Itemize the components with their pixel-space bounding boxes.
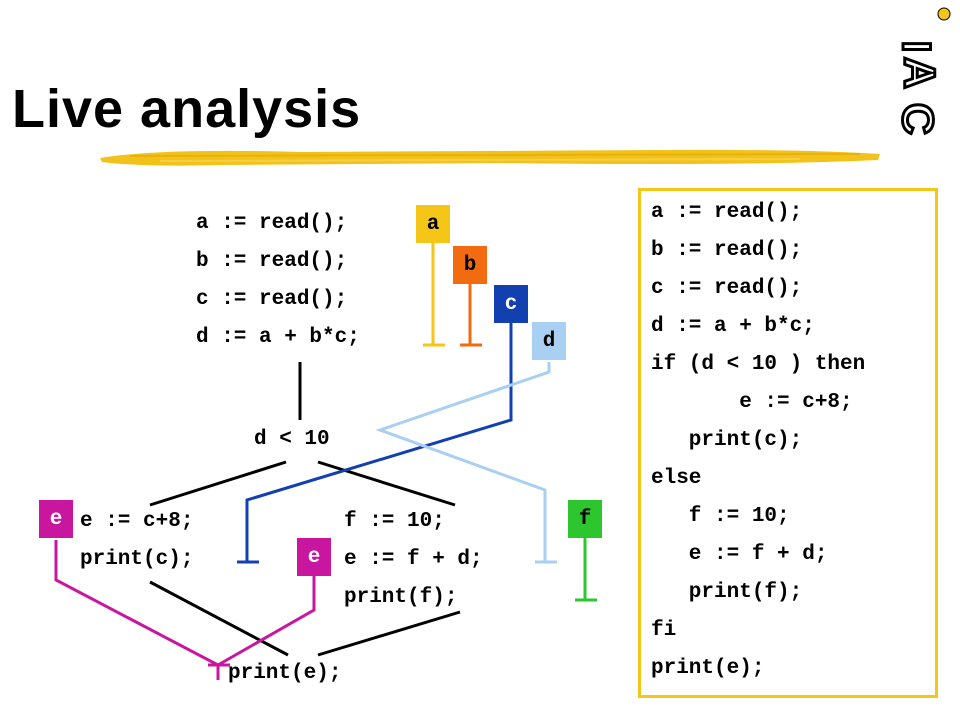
edge-else-exit [317,610,461,657]
live-range-a [423,242,445,347]
block1-line-2: b := read(); [196,250,348,273]
live-range-c [237,322,513,564]
live-range-d [375,362,557,564]
live-range-f [575,538,597,602]
program-line-7: print(c); [651,429,803,452]
program-line-5: if (d < 10 ) then [651,353,866,376]
title-underline-brush [100,149,880,166]
var-tag-b: b [453,246,487,284]
exit-node: print(e); [228,662,342,685]
program-line-6: e := c+8; [651,391,853,414]
else-line-3: print(f); [344,586,458,609]
iac-logo: I A C [892,7,951,136]
program-line-3: c := read(); [651,277,803,300]
else-line-1: f := 10; [344,510,445,533]
else-line-2: e := f + d; [344,548,483,571]
page-title: Live analysis [12,79,362,139]
live-range-e-else [217,575,316,667]
program-line-1: a := read(); [651,201,803,224]
logo-letter-c: C [893,103,942,135]
block1-line-1: a := read(); [196,212,348,235]
logo-letter-i: I [894,41,938,52]
program-line-12: fi [651,619,677,642]
program-line-11: print(f); [651,581,803,604]
program-line-4: d := a + b*c; [651,315,815,338]
program-listing-panel: a := read(); b := read(); c := read(); d… [638,188,938,698]
program-line-9: f := 10; [651,505,790,528]
program-line-10: e := f + d; [651,543,828,566]
var-tag-e-else: e [297,538,331,576]
then-line-2: print(c); [80,548,194,571]
var-tag-d: d [532,322,566,360]
logo-letter-a: A [895,57,944,89]
var-tag-e-then: e [39,500,73,538]
program-line-8: else [651,467,702,490]
block1-line-3: c := read(); [196,288,348,311]
logo-dot [937,7,951,21]
edge-cond-then [149,460,287,507]
edge-cond-else [317,460,456,507]
condition-node: d < 10 [254,428,330,451]
block1-line-4: d := a + b*c; [196,326,360,349]
program-line-2: b := read(); [651,239,803,262]
var-tag-a: a [416,205,450,243]
live-range-b [460,283,482,347]
var-tag-c: c [494,285,528,323]
edge-then-exit [149,580,289,657]
var-tag-f: f [568,500,602,538]
program-line-13: print(e); [651,657,765,680]
then-line-1: e := c+8; [80,510,194,533]
